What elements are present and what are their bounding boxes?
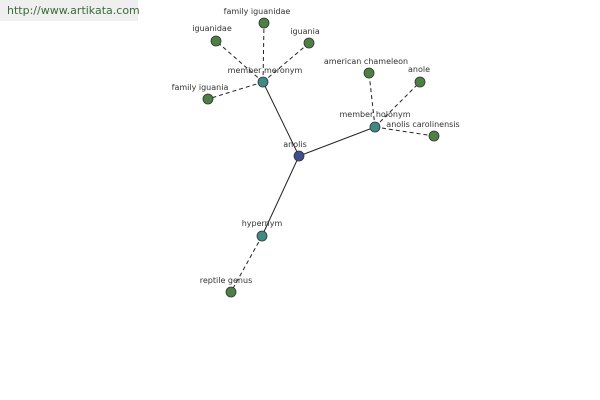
- term-node-iguanidae[interactable]: [210, 35, 222, 47]
- relation-node-member-meronym[interactable]: [257, 76, 269, 88]
- edge-root-to-member-meronym: [262, 81, 300, 157]
- term-label-iguanidae[interactable]: iguanidae: [192, 24, 232, 33]
- term-node-anole[interactable]: [414, 76, 426, 88]
- term-label-american-chameleon[interactable]: american chameleon: [324, 57, 408, 66]
- edge-member-meronym-to-iguanidae: [215, 40, 264, 83]
- edge-member-meronym-to-family-iguania: [207, 81, 264, 100]
- relation-node-hypernym[interactable]: [256, 230, 268, 242]
- relation-label-member-meronym[interactable]: member meronym: [228, 66, 303, 75]
- term-label-family-iguania[interactable]: family iguania: [172, 83, 229, 92]
- root-node-anolis[interactable]: [293, 150, 305, 162]
- term-node-family-iguania[interactable]: [202, 93, 214, 105]
- term-label-family-iguanidae[interactable]: family iguanidae: [224, 7, 291, 16]
- edge-member-meronym-to-iguania: [262, 42, 310, 83]
- relation-label-hypernym[interactable]: hypernym: [242, 219, 283, 228]
- term-node-reptile-genus[interactable]: [225, 286, 237, 298]
- edge-hypernym-to-reptile-genus: [230, 235, 263, 293]
- edge-member-holonym-to-anolis-carolinensis: [374, 126, 435, 137]
- edge-member-holonym-to-anole: [374, 81, 421, 128]
- relation-node-member-holonym[interactable]: [369, 121, 381, 133]
- edge-member-holonym-to-american-chameleon: [368, 72, 376, 128]
- root-node-label[interactable]: anolis: [283, 140, 306, 149]
- term-label-anolis-carolinensis[interactable]: anolis carolinensis: [386, 120, 459, 129]
- term-node-iguania[interactable]: [303, 37, 315, 49]
- term-label-anole[interactable]: anole: [408, 65, 430, 74]
- term-node-family-iguanidae[interactable]: [258, 17, 270, 29]
- term-node-american-chameleon[interactable]: [363, 67, 375, 79]
- edge-root-to-member-holonym: [298, 126, 376, 157]
- term-label-reptile-genus[interactable]: reptile genus: [200, 276, 252, 285]
- term-node-anolis-carolinensis[interactable]: [428, 130, 440, 142]
- edge-root-to-hypernym: [261, 155, 300, 237]
- term-label-iguania[interactable]: iguania: [290, 27, 320, 36]
- site-link[interactable]: http://www.artikata.com: [0, 0, 140, 21]
- relation-label-member-holonym[interactable]: member holonym: [339, 110, 410, 119]
- edge-member-meronym-to-family-iguanidae: [262, 22, 265, 83]
